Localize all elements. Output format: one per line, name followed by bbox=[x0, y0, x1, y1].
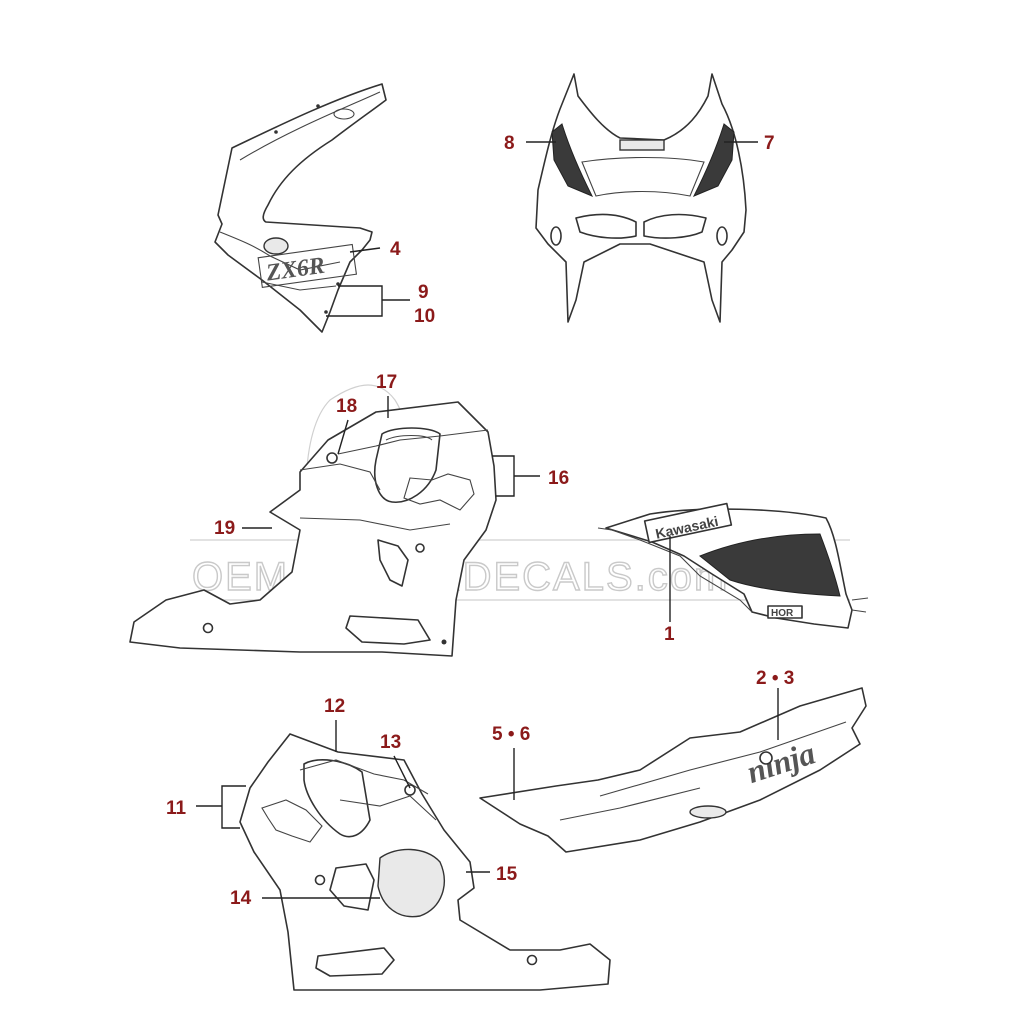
right-fairing bbox=[129, 401, 497, 657]
upper-cowl-top-edge bbox=[239, 91, 381, 161]
right-fairing-flame-graphic bbox=[403, 473, 475, 511]
kawasaki-decal-border bbox=[643, 502, 733, 544]
zx6r-decal-border bbox=[257, 243, 358, 289]
upper-cowl-outline bbox=[214, 83, 387, 333]
right-fairing-stripe-b bbox=[337, 429, 489, 455]
callout-19: 19 bbox=[214, 518, 235, 539]
fuel-tank: Kawasaki HOR bbox=[597, 502, 869, 629]
callout-labels: 1 2 • 3 4 5 • 6 7 8 9 10 11 12 13 14 15 … bbox=[166, 133, 794, 909]
leader-11 bbox=[196, 785, 246, 829]
leader-4 bbox=[349, 247, 381, 253]
front-cowl-outline bbox=[535, 73, 747, 323]
left-fairing-flame-graphic bbox=[261, 799, 323, 843]
right-fairing-vent-lower bbox=[345, 615, 431, 645]
left-fairing-mount-13 bbox=[404, 784, 416, 796]
right-fairing-mount bbox=[415, 543, 425, 553]
front-cowl-windscreen-line bbox=[581, 156, 705, 197]
left-fairing-mount bbox=[314, 874, 326, 886]
upper-cowl-mirror-mount bbox=[263, 237, 289, 255]
upper-side-cowl: ZX6R bbox=[214, 83, 387, 333]
callout-18: 18 bbox=[336, 396, 357, 417]
tail-stripe-b bbox=[559, 787, 701, 821]
rivet-dot bbox=[336, 282, 340, 286]
callout-4: 4 bbox=[390, 239, 401, 260]
front-cowl-vent bbox=[619, 139, 665, 151]
right-fairing-stripe-a bbox=[299, 463, 381, 491]
left-fairing-stripe-b bbox=[339, 795, 437, 821]
left-fairing-mount-lower bbox=[526, 954, 538, 966]
rivet-dot bbox=[441, 639, 447, 645]
headlight-left bbox=[575, 213, 637, 239]
left-fairing-round-decal-15 bbox=[377, 848, 445, 918]
callout-9: 9 bbox=[418, 282, 429, 303]
tail-outline bbox=[479, 687, 867, 853]
right-fairing-outline bbox=[129, 401, 497, 657]
tail-section: ninja bbox=[479, 687, 867, 853]
tail-light-cutout bbox=[689, 805, 727, 819]
tail-mount-23 bbox=[759, 751, 773, 765]
rivet-dot bbox=[316, 104, 320, 108]
callout-15: 15 bbox=[496, 864, 518, 885]
right-fairing-stripe-c bbox=[299, 517, 451, 531]
turn-signal-left bbox=[550, 226, 562, 246]
callout-2-3: 2 • 3 bbox=[756, 668, 794, 689]
tank-small-decal-border bbox=[767, 605, 803, 619]
callout-5-6: 5 • 6 bbox=[492, 724, 530, 745]
rivet-dot bbox=[274, 130, 278, 134]
callout-11: 11 bbox=[166, 798, 187, 819]
right-fairing-vent-upper-inner bbox=[385, 434, 433, 441]
leader-13 bbox=[393, 755, 411, 789]
callout-10: 10 bbox=[414, 306, 435, 327]
upper-cowl-top-mount bbox=[333, 108, 355, 120]
left-fairing-vent-lower bbox=[315, 947, 395, 977]
leader-9-10 bbox=[326, 285, 410, 317]
callout-14: 14 bbox=[230, 888, 252, 909]
headlight-right bbox=[643, 213, 707, 239]
tank-small-decal: HOR bbox=[771, 608, 794, 619]
fuel-tank-hose bbox=[851, 597, 869, 613]
fuel-tank-lower-edge bbox=[597, 527, 753, 613]
callout-8: 8 bbox=[504, 133, 515, 154]
rivet-dot bbox=[324, 310, 328, 314]
callout-1: 1 bbox=[664, 624, 675, 645]
right-fairing-mount-lower bbox=[202, 622, 214, 634]
leader-16 bbox=[492, 455, 540, 497]
callout-16: 16 bbox=[548, 468, 569, 489]
left-fairing bbox=[239, 733, 611, 991]
turn-signal-right bbox=[716, 226, 728, 246]
upper-cowl-stripe-b bbox=[261, 281, 337, 291]
callout-13: 13 bbox=[380, 732, 401, 753]
right-fairing-vent-mid bbox=[377, 539, 409, 587]
leader-lines bbox=[196, 141, 779, 899]
callout-12: 12 bbox=[324, 696, 345, 717]
leader-18 bbox=[337, 419, 349, 455]
callout-7: 7 bbox=[764, 133, 775, 154]
fuel-tank-dark-panel bbox=[699, 533, 841, 597]
decal-8-panel bbox=[551, 123, 594, 197]
tail-stripe-a bbox=[599, 721, 847, 797]
right-fairing-mount-18 bbox=[326, 452, 338, 464]
callout-17: 17 bbox=[376, 372, 397, 393]
front-cowl bbox=[535, 73, 747, 323]
